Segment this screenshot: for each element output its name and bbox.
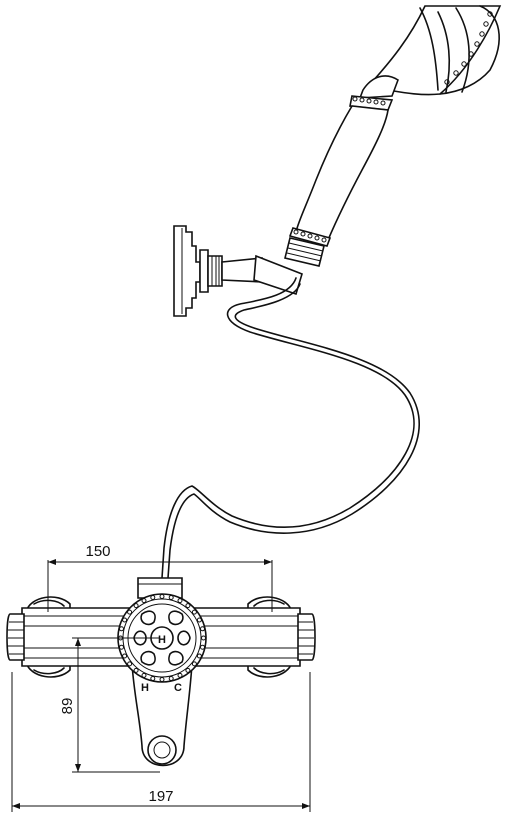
knob-bead (150, 595, 156, 600)
knob-bead (185, 667, 191, 673)
shower-head (358, 5, 502, 99)
knob-bead (127, 661, 133, 667)
dimension-top-width: 150 (47, 543, 273, 612)
threaded-end (284, 237, 325, 267)
lower-collar (288, 227, 332, 247)
knob-bead (201, 635, 206, 641)
knob-bead (185, 603, 191, 609)
dimension-height: 89 (59, 637, 160, 773)
knob-bead (196, 617, 202, 623)
dimension-overall-width: 197 (11, 672, 311, 812)
arrow-down-icon (75, 764, 81, 772)
knob-bead (127, 609, 133, 615)
knob-bead (191, 661, 197, 667)
knob-bead (168, 676, 174, 681)
dimension-label-overall: 197 (148, 788, 173, 805)
knob-bead (141, 672, 147, 678)
hot-label: H (141, 682, 149, 694)
knob-bead (200, 626, 205, 632)
knob-bead (159, 594, 165, 599)
knob-bead (200, 644, 205, 650)
knob-bead (122, 617, 128, 623)
shower-face-beads (444, 11, 493, 85)
shower-hose (161, 277, 420, 579)
knob-bead (177, 672, 183, 678)
wall-bracket (173, 225, 303, 317)
left-end-cap (6, 613, 25, 661)
knob-bead (150, 676, 156, 681)
knob-bead (141, 598, 147, 604)
arrow-right-icon (264, 559, 272, 565)
knob-beads (118, 594, 206, 682)
knob-bead (119, 644, 124, 650)
cold-label: C (174, 682, 182, 694)
dimension-label-top: 150 (85, 543, 110, 560)
mixer-lever (131, 663, 193, 767)
knob-bead (159, 677, 165, 682)
arrow-right-icon (302, 803, 310, 809)
knob-bead (119, 626, 124, 632)
right-end-cap (297, 613, 316, 661)
knob-bead (133, 667, 139, 673)
arrow-up-icon (75, 638, 81, 646)
knob-bead (177, 598, 183, 604)
arrow-left-icon (48, 559, 56, 565)
knob-bead (122, 653, 128, 659)
arrow-left-icon (12, 803, 20, 809)
bracket-rosette (173, 225, 201, 317)
knob-bead (168, 595, 174, 600)
knob-bead (133, 603, 139, 609)
shower-handle (284, 95, 394, 267)
dimension-label-height: 89 (59, 698, 76, 715)
knob-bead (196, 653, 202, 659)
knob-bead (191, 609, 197, 615)
knob-center-mark: H (158, 634, 166, 646)
